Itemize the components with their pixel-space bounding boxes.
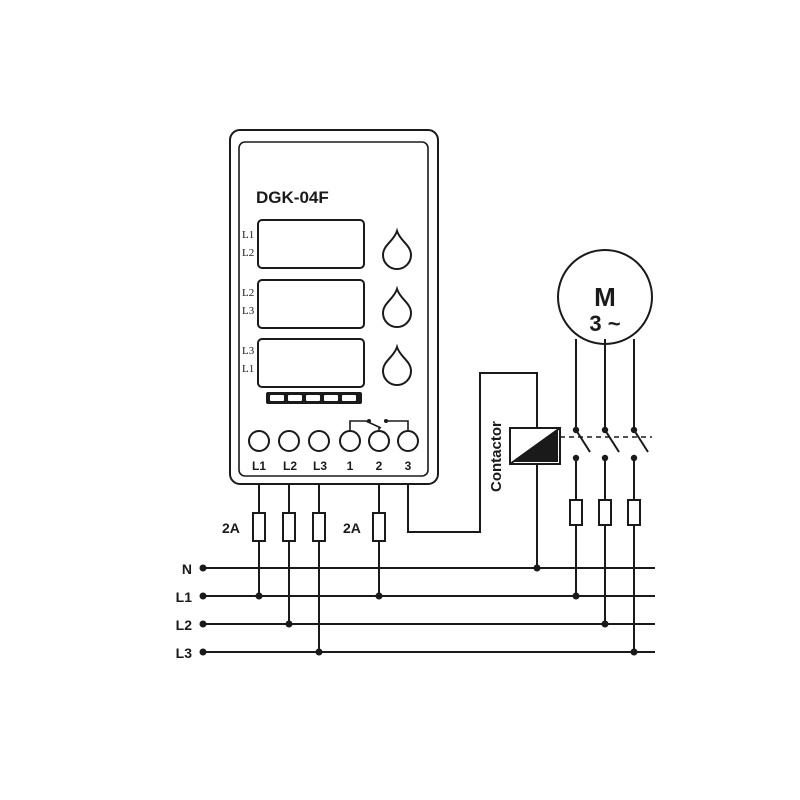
display-1 (257, 219, 365, 269)
knob-1-icon (381, 227, 413, 270)
motor-icon: M 3 ~ (557, 249, 653, 345)
display-2-label-bottom: L3 (242, 305, 255, 317)
bus-label-n: N (182, 561, 192, 577)
display-1-label-bottom: L2 (242, 247, 254, 259)
terminal-l2 (278, 430, 300, 452)
bus-label-l1: L1 (176, 589, 193, 605)
terminal-1 (339, 430, 361, 452)
bus-label-l2: L2 (176, 617, 193, 633)
knob-3-icon (381, 343, 413, 386)
device: DGK-04F L1 L2 L2 L3 L3 L1 (229, 129, 439, 485)
terminal-l1 (248, 430, 270, 452)
fuse-label-2: 2A (343, 520, 361, 536)
device-model-label: DGK-04F (256, 188, 329, 207)
terminal-label-3: 3 (405, 459, 412, 473)
motor-circuit (569, 339, 649, 656)
bus-label-l3: L3 (176, 645, 193, 661)
display-2 (257, 279, 365, 329)
contactor-label: Contactor (488, 421, 505, 492)
motor-phase-label: 3 ~ (589, 311, 620, 336)
contactor-coil-icon (509, 427, 561, 465)
led-indicator-row (266, 392, 362, 404)
knob-2-icon (381, 285, 413, 328)
terminal-label-l1: L1 (252, 459, 266, 473)
terminal-label-l3: L3 (313, 459, 327, 473)
device-supply-wiring (252, 484, 386, 656)
supply-bus: N L1 L2 L3 (176, 561, 655, 661)
display-3-label-bottom: L1 (242, 363, 254, 375)
display-3 (257, 338, 365, 388)
motor-letter: M (594, 282, 616, 312)
device-outer-frame (229, 129, 439, 485)
display-3-label-top: L3 (242, 345, 255, 357)
terminal-3 (397, 430, 419, 452)
display-1-label-top: L1 (242, 229, 254, 241)
terminal-label-l2: L2 (283, 459, 297, 473)
terminal-label-1: 1 (347, 459, 354, 473)
display-2-label-top: L2 (242, 287, 254, 299)
control-wiring (407, 372, 541, 572)
fuse-label-1: 2A (222, 520, 240, 536)
terminal-label-2: 2 (376, 459, 383, 473)
relay-contact-symbol (349, 419, 409, 430)
device-inner-frame (238, 141, 429, 477)
terminal-2 (368, 430, 390, 452)
terminal-l3 (308, 430, 330, 452)
